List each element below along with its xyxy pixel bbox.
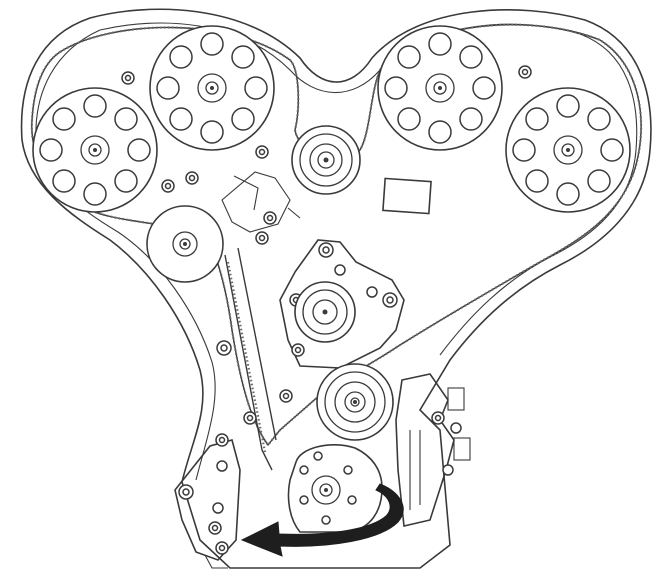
left-exhaust-cam-sprocket [32,87,158,213]
left-intake-cam-sprocket [149,25,275,151]
right-intake-cam-sprocket [377,25,503,151]
rotation-direction-arrow [240,483,404,557]
lower-idler-pulley [316,363,394,441]
tensioner-bracket [221,171,301,233]
water-pump-pulley [294,281,356,343]
belt-tensioner-pulley [146,205,224,283]
lower-left-bracket [174,433,241,569]
lower-right-bracket [395,373,471,527]
cover-bolts [121,65,532,425]
crankshaft-sprocket [287,444,383,533]
right-exhaust-cam-sprocket [505,87,631,213]
cover-tab [382,177,432,215]
upper-idler-pulley [291,125,361,195]
